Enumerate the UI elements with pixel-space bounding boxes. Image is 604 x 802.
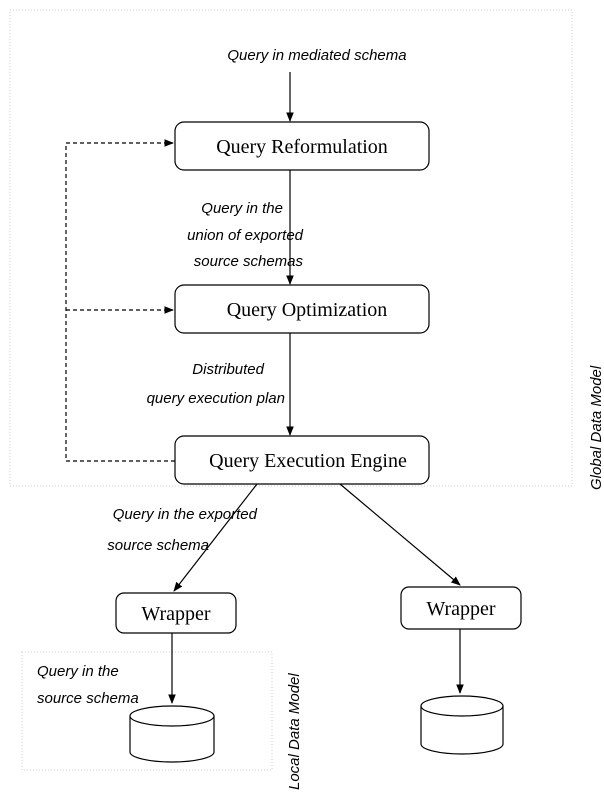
local-data-model-region (21, 651, 273, 771)
reform-to-opt-label-2: union of exported (187, 227, 304, 244)
input-query-label: Query in mediated schema (227, 47, 406, 64)
reform-to-opt-label-1: Query in the (201, 200, 283, 217)
left-wrapper-label: Wrapper (141, 603, 210, 625)
exec-to-right-wrapper-arrow (339, 483, 461, 586)
global-data-model-region (9, 9, 573, 487)
wrapper-to-source-label-1: Query in the (37, 663, 119, 680)
local-data-model-label: Local Data Model (286, 673, 303, 790)
wrapper-to-source-label-2: source schema (37, 690, 139, 707)
right-wrapper-label: Wrapper (426, 598, 495, 620)
right-data-source-icon (420, 695, 504, 755)
exec-to-wrapper-label-2: source schema (107, 537, 209, 554)
query-reformulation-label: Query Reformulation (216, 136, 388, 158)
query-execution-engine-node: Query Execution Engine (174, 435, 430, 485)
exec-to-wrapper-label-1: Query in the exported (113, 506, 258, 523)
global-data-model-label: Global Data Model (588, 365, 604, 490)
feedback-to-reformulation (65, 139, 175, 462)
opt-to-exec-label-2: query execution plan (147, 390, 285, 407)
left-data-source-icon (129, 705, 215, 763)
exec-to-left-wrapper-arrow (173, 483, 258, 592)
query-optimization-node: Query Optimization (174, 284, 430, 334)
query-reformulation-node: Query Reformulation (174, 121, 430, 171)
query-execution-engine-label: Query Execution Engine (209, 450, 407, 472)
left-wrapper-node: Wrapper (115, 592, 237, 634)
query-optimization-label: Query Optimization (227, 299, 388, 321)
right-wrapper-node: Wrapper (400, 586, 522, 630)
reform-to-opt-label-3: source schemas (194, 253, 304, 270)
opt-to-exec-label-1: Distributed (192, 361, 264, 378)
